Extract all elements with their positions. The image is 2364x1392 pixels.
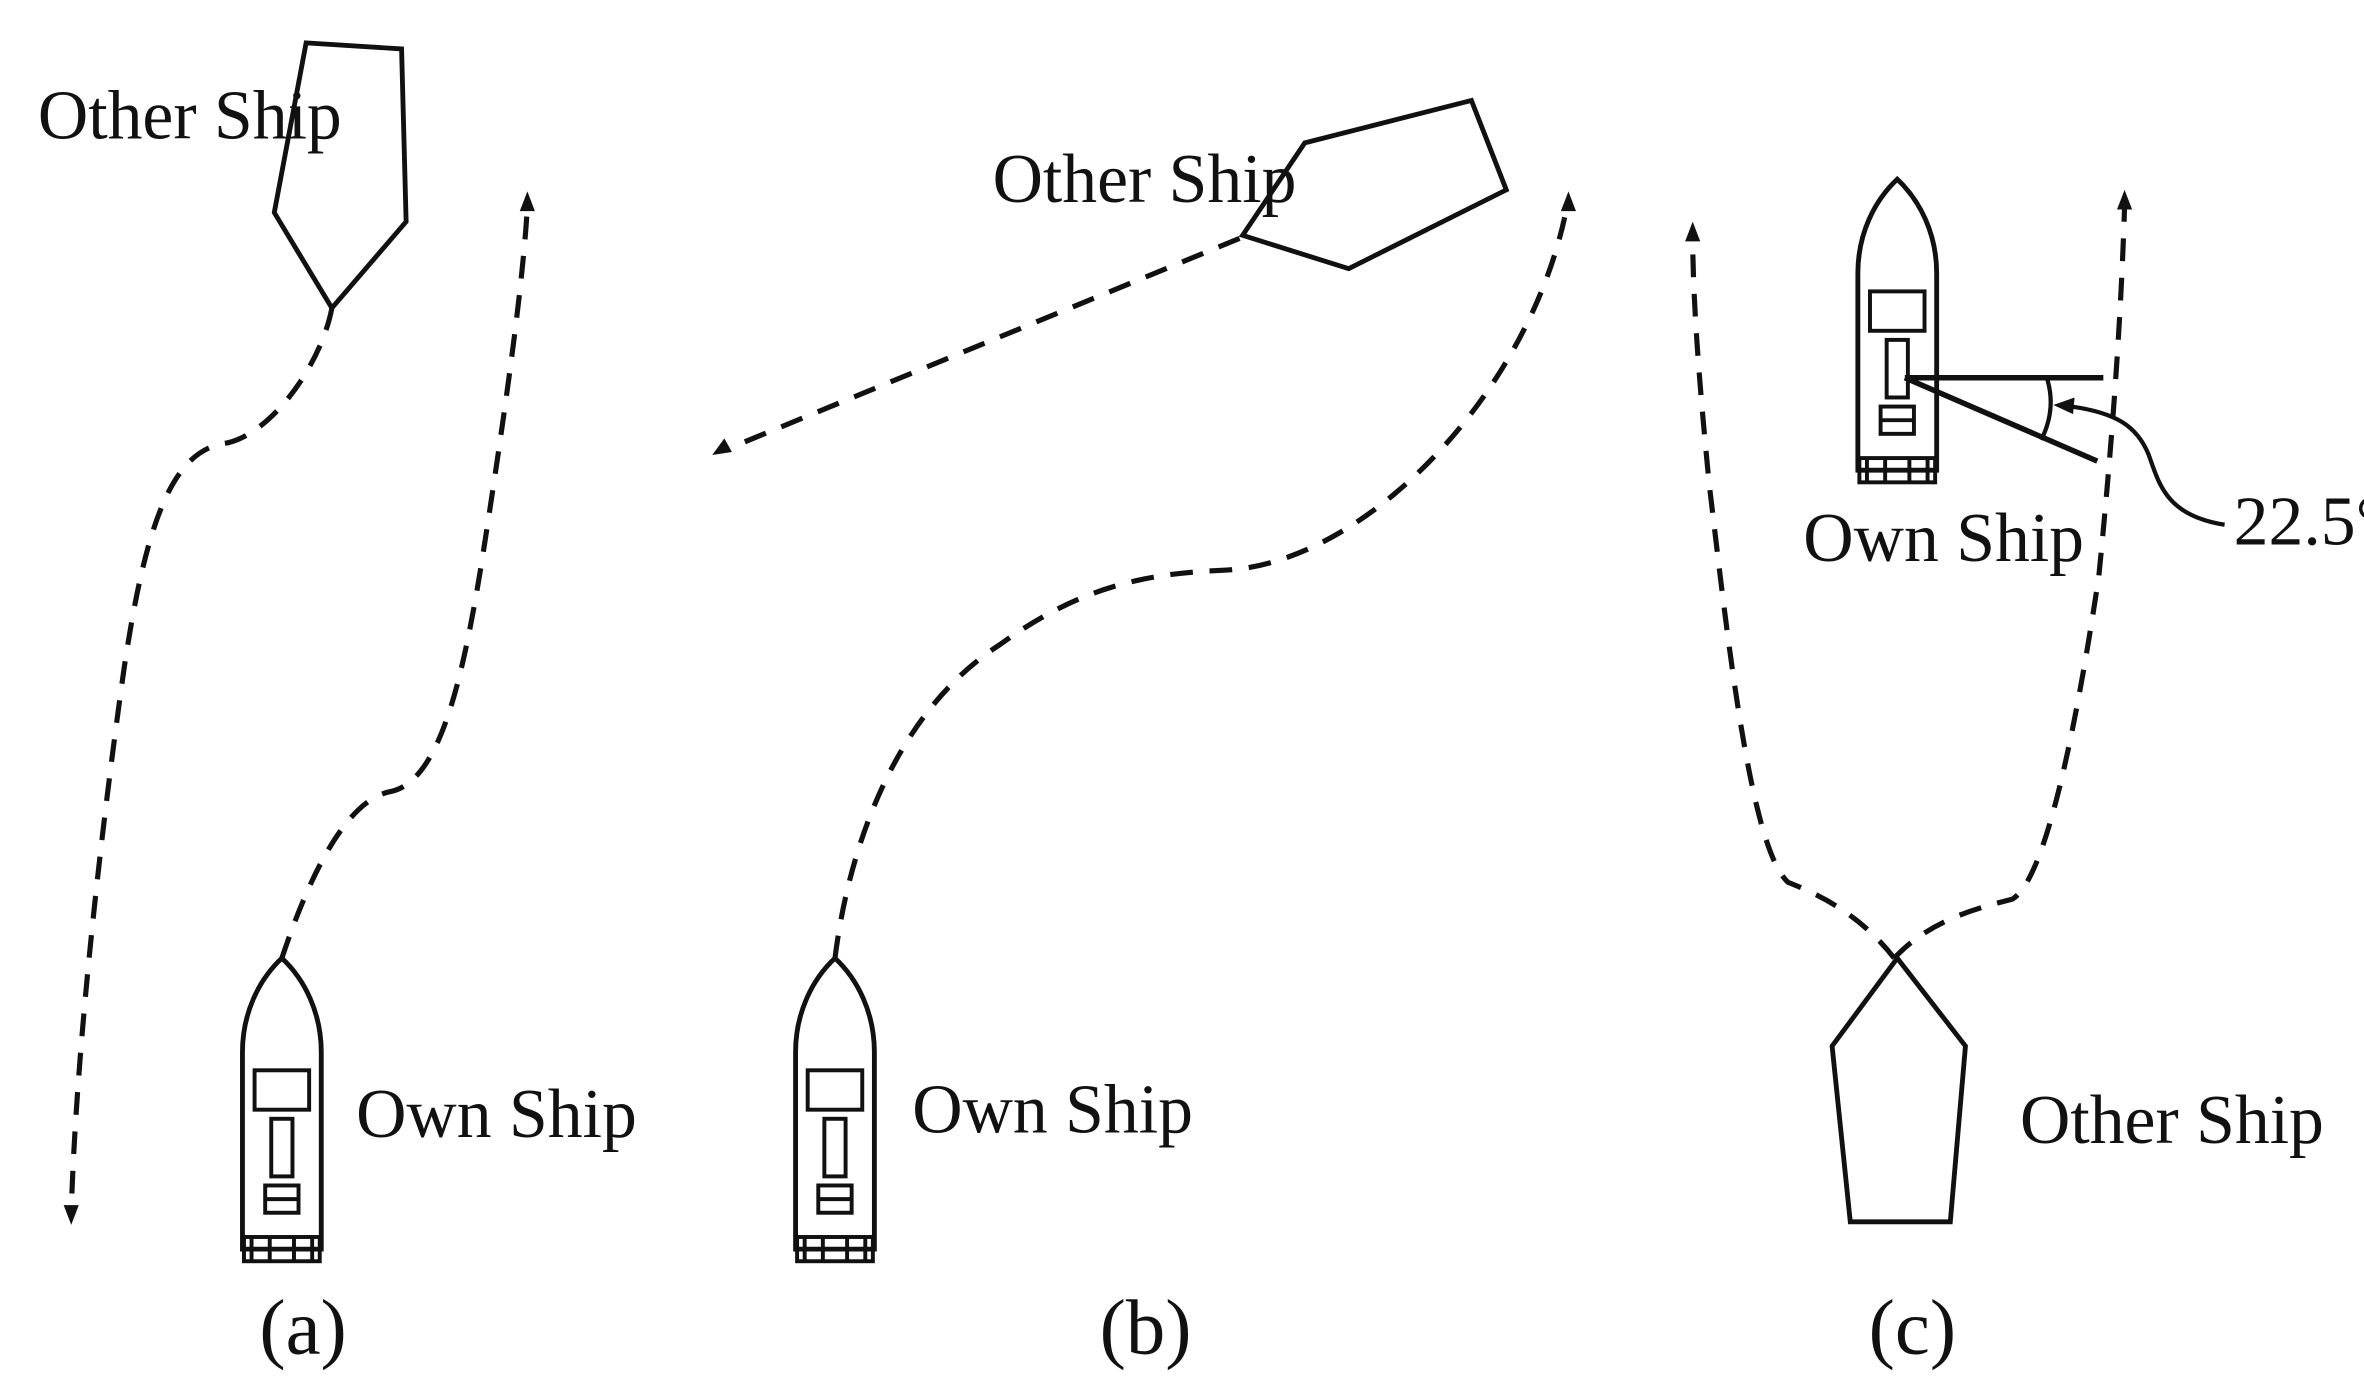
own-ship-label-c: Own Ship <box>1803 500 2084 577</box>
own-ship-track-a <box>279 206 530 959</box>
other-ship-label-a: Other Ship <box>38 77 342 154</box>
own-ship-c <box>1858 179 1937 482</box>
angle-leader <box>2071 404 2225 527</box>
other-ship-track-b <box>726 235 1241 452</box>
caption-a: (a) <box>259 1285 346 1372</box>
caption-c: (c) <box>1869 1285 1956 1372</box>
panel-b: Other Ship Own Ship (b) <box>712 97 1576 1372</box>
own-ship-a <box>242 958 321 1261</box>
angle-leader-arrowhead <box>2053 397 2075 415</box>
other-ship-track-a <box>68 307 335 1213</box>
other-ship-b <box>1238 97 1510 272</box>
arrowhead-b-other <box>712 438 732 456</box>
panel-a: Other Ship Own Ship (a) <box>38 40 637 1372</box>
other-ship-label-c: Other Ship <box>2020 1082 2324 1159</box>
other-ship-label-b: Other Ship <box>993 141 1297 218</box>
other-ship-a <box>271 40 409 313</box>
arrowhead-a-other <box>63 1205 79 1225</box>
port-track-c <box>1690 235 1897 960</box>
angle-label: 22.5° <box>2234 483 2364 560</box>
angle-arc <box>2039 378 2053 441</box>
own-ship-track-b <box>832 206 1570 959</box>
panel-c: Other Ship Own Ship 22.5° (c) <box>1685 179 2364 1372</box>
arrowhead-c-port <box>1685 221 1701 242</box>
sector-boundary-line <box>1903 375 2099 464</box>
own-ship-b <box>796 958 875 1261</box>
caption-b: (b) <box>1100 1285 1192 1372</box>
own-ship-label-b: Own Ship <box>912 1071 1193 1148</box>
arrowhead-c-starboard <box>2116 189 2133 210</box>
arrowhead-b-own <box>1560 191 1576 212</box>
arrowhead-a-own <box>519 191 535 212</box>
own-ship-label-a: Own Ship <box>356 1076 637 1153</box>
other-ship-c <box>1829 954 1968 1225</box>
